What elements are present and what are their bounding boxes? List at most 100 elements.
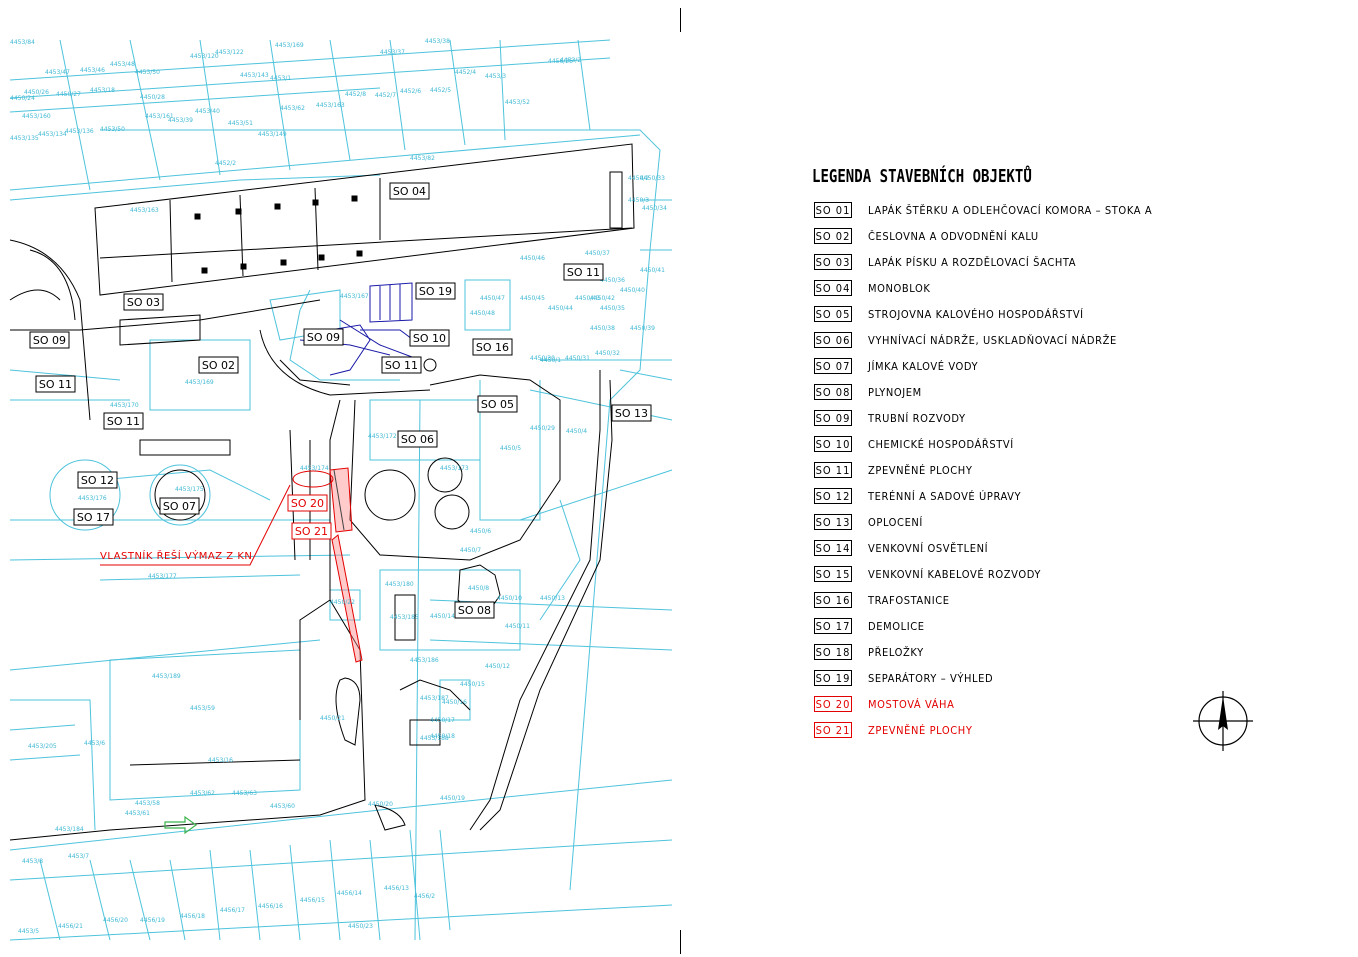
svg-text:SO 08: SO 08 [458,604,491,617]
legend-code: SO 17 [814,618,852,634]
legend-code: SO 12 [814,488,852,504]
legend-code: SO 04 [814,280,852,296]
parcel-number: 4456/2 [414,893,435,900]
parcel-number: 4453/60 [270,803,295,810]
object-label: SO 16 [472,338,513,356]
parcel-number: 4450/42 [590,295,615,302]
svg-text:SO 19: SO 19 [419,285,452,298]
legend-item: SO 16 TRAFOSTANICE [814,591,950,609]
legend-label: VENKOVNÍ KABELOVÉ ROZVODY [868,567,1041,581]
legend-label: ČESLOVNA A ODVODNĚNÍ KALU [868,229,1039,243]
parcel-number: 4453/51 [228,120,253,127]
svg-text:SO 12: SO 12 [81,474,114,487]
object-label: SO 08 [454,601,495,619]
parcel-number: 4453/18 [90,87,115,94]
legend-code: SO 01 [814,202,852,218]
parcel-number: 4456/19 [140,917,165,924]
parcel-number: 4453/5 [18,928,39,935]
parcel-number: 4450/47 [480,295,505,302]
parcel-number: 4453/149 [258,131,287,138]
parcel-number: 4453/62 [190,790,215,797]
legend-label: PŘELOŽKY [868,645,924,659]
legend-label: SEPARÁTORY – VÝHLED [868,671,994,685]
object-label: SO 09 [303,328,344,346]
legend-label: STROJOVNA KALOVÉHO HOSPODÁŘSTVÍ [868,307,1084,321]
proposed-objects [100,467,363,663]
legend-code: SO 08 [814,384,852,400]
entrance-arrow-icon [164,815,198,835]
parcel-number: 4450/44 [548,305,573,312]
parcel-number: 4453/84 [10,39,35,46]
parcel-number: 4453/187 [420,695,449,702]
parcel-number: 4453/120 [190,53,219,60]
svg-text:SO 10: SO 10 [413,332,446,345]
legend-label: MOSTOVÁ VÁHA [868,697,955,711]
legend-code: SO 02 [814,228,852,244]
legend-code: SO 16 [814,592,852,608]
object-label: SO 17 [73,508,114,526]
parcel-number: 4450/31 [565,355,590,362]
parcel-number: 4450/10 [497,595,522,602]
parcel-number: 4453/59 [190,705,215,712]
legend-label: VENKOVNÍ OSVĚTLENÍ [868,541,989,555]
parcel-number: 4453/160 [22,113,51,120]
parcel-number: 4456/15 [300,897,325,904]
legend-code: SO 07 [814,358,852,374]
parcel-number: 4453/7 [68,853,89,860]
sheet-separator-top [680,8,681,32]
parcel-number: 4453/175 [175,486,204,493]
legend-title: LEGENDA STAVEBNÍCH OBJEKTŮ [812,166,1032,187]
legend-label: LAPÁK ŠTĚRKU A ODLEHČOVACÍ KOMORA – STOK… [868,203,1153,217]
parcel-number: 4450/3 [628,197,649,204]
object-label: SO 21 [291,522,332,540]
svg-text:SO 20: SO 20 [291,497,324,510]
parcel-number: 4450/26 [24,89,49,96]
parcel-number: 4452/4 [455,69,476,76]
legend-code: SO 15 [814,566,852,582]
parcel-labels: 4453/844453/474453/484453/504453/1204453… [10,38,667,935]
parcel-number: 4453/37 [380,49,405,56]
parcel-number: 4450/27 [56,91,81,98]
parcel-number: 4450/30 [530,355,555,362]
parcel-number: 4453/82 [410,155,435,162]
parcel-number: 4450/32 [595,350,620,357]
legend-label: TRAFOSTANICE [868,593,950,607]
parcel-number: 4453/136 [65,128,94,135]
parcel-number: 4452/6 [400,88,421,95]
object-label: SO 12 [77,471,118,489]
parcel-number: 4450/48 [470,310,495,317]
parcel-number: 4456/17 [220,907,245,914]
parcel-number: 4452/8 [345,91,366,98]
parcel-number: 4453/174 [300,465,329,472]
parcel-number: 4456/20 [103,917,128,924]
legend-label: TRUBNÍ ROZVODY [868,411,966,425]
parcel-number: 4453/134 [38,131,67,138]
parcel-number: 4450/4 [566,428,587,435]
object-label: SO 19 [415,282,456,300]
legend-code: SO 19 [814,670,852,686]
svg-text:SO 11: SO 11 [107,415,140,428]
parcel-number: 4450/16 [442,699,467,706]
parcel-number: 4453/170 [110,402,139,409]
parcel-number: 4456/18 [180,913,205,920]
parcel-number: 4450/14 [430,613,455,620]
svg-text:SO 04: SO 04 [393,185,426,198]
legend: LEGENDA STAVEBNÍCH OBJEKTŮ SO 01 LAPÁK ŠT… [812,166,1152,738]
svg-text:SO 13: SO 13 [615,407,648,420]
parcel-number: 4450/8 [468,585,489,592]
parcel-number: 4453/135 [10,135,39,142]
legend-code: SO 05 [814,306,852,322]
legend-code: SO 06 [814,332,852,348]
parcel-number: 4453/122 [215,49,244,56]
parcel-number: 4450/40 [620,287,645,294]
